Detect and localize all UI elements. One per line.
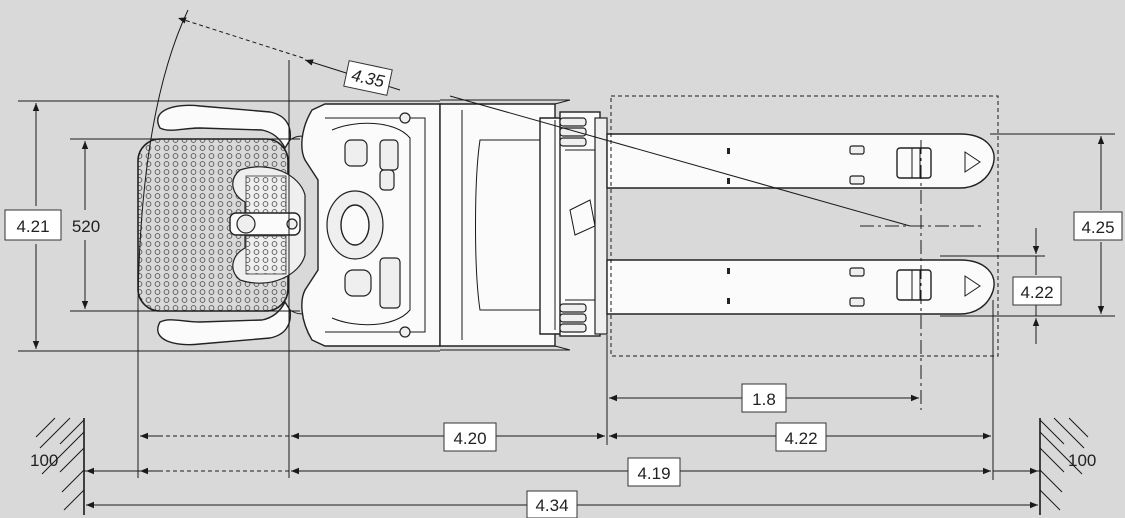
tiller-grip-pattern-top	[245, 175, 287, 215]
svg-text:4.21: 4.21	[16, 217, 49, 236]
wall-left	[35, 417, 85, 515]
tiller-grip-pattern-bottom	[245, 235, 287, 275]
truck-outline	[137, 99, 995, 351]
label-4-20: 4.20	[443, 422, 497, 452]
turning-radius-arc	[137, 9, 189, 301]
svg-text:4.22: 4.22	[1020, 283, 1053, 302]
pallet-outline	[610, 95, 999, 357]
label-4-19: 4.19	[627, 457, 681, 487]
label-4-21: 4.21	[4, 209, 62, 241]
svg-text:4.19: 4.19	[637, 464, 670, 483]
svg-text:4.25: 4.25	[1081, 218, 1114, 237]
svg-text:100: 100	[30, 451, 58, 470]
svg-text:4.22: 4.22	[784, 429, 817, 448]
fork-bottom	[606, 259, 995, 315]
svg-text:1.8: 1.8	[752, 390, 776, 409]
svg-text:100: 100	[1068, 451, 1096, 470]
wall-right	[1039, 417, 1089, 515]
label-4-22-bottom: 4.22	[775, 422, 827, 452]
svg-text:4.20: 4.20	[453, 429, 486, 448]
label-4-22-fork: 4.22	[1012, 276, 1062, 306]
label-4-35: 4.35	[343, 60, 393, 96]
svg-text:520: 520	[72, 217, 100, 236]
label-4-25: 4.25	[1073, 211, 1123, 241]
fork-top	[606, 133, 995, 189]
svg-text:4.34: 4.34	[535, 496, 568, 515]
label-520: 520	[72, 217, 100, 236]
label-wall-left: 100	[30, 451, 58, 470]
label-1-8: 1.8	[741, 383, 787, 413]
label-4-34: 4.34	[526, 490, 578, 518]
label-wall-right: 100	[1068, 451, 1096, 470]
